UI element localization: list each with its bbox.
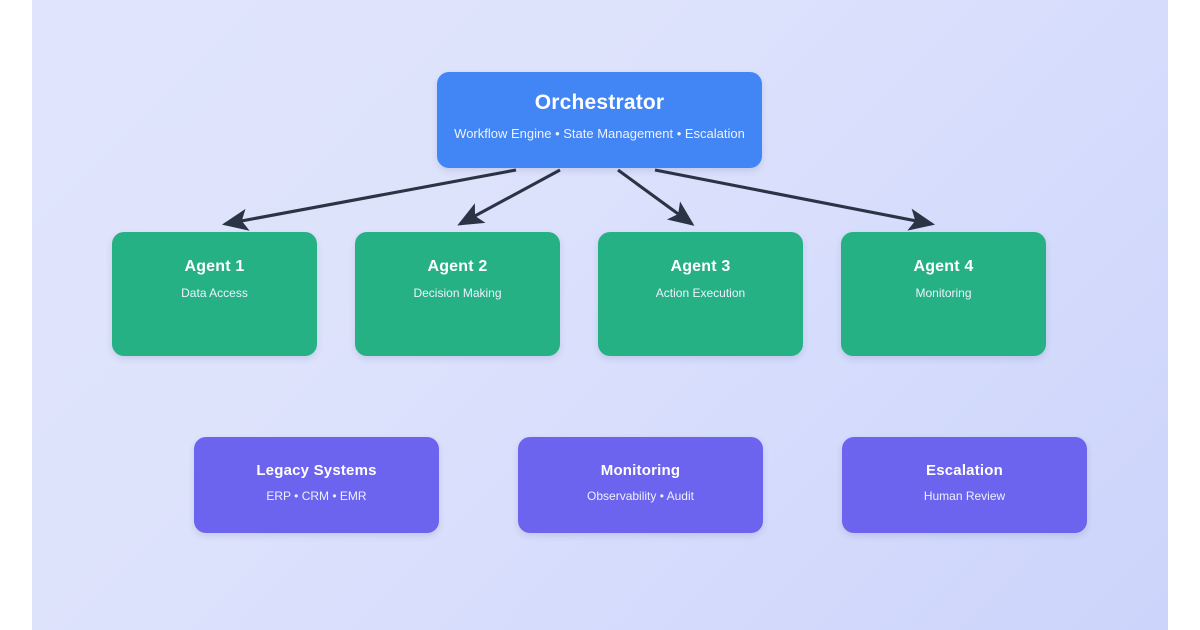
- node-agent-4[interactable]: Agent 4 Monitoring: [841, 232, 1046, 356]
- node-orchestrator-subtitle: Workflow Engine • State Management • Esc…: [454, 126, 745, 141]
- node-legacy-systems-title: Legacy Systems: [256, 462, 377, 479]
- edge-layer: [221, 168, 936, 231]
- node-agent-4-title: Agent 4: [913, 258, 974, 275]
- node-agent-4-subtitle: Monitoring: [915, 286, 972, 300]
- node-agent-1-subtitle: Data Access: [181, 286, 248, 300]
- node-orchestrator-title: Orchestrator: [534, 91, 665, 114]
- node-escalation-title: Escalation: [925, 462, 1004, 479]
- node-agent-3[interactable]: Agent 3 Action Execution: [598, 232, 803, 356]
- node-monitoring[interactable]: Monitoring Observability • Audit: [518, 437, 763, 533]
- edge-orchestrator-to-agent-4: [654, 168, 936, 231]
- node-escalation[interactable]: Escalation Human Review: [842, 437, 1087, 533]
- edge-orchestrator-to-agent-3: [617, 168, 695, 226]
- node-monitoring-subtitle: Observability • Audit: [587, 489, 694, 503]
- edge-orchestrator-to-agent-2: [457, 168, 561, 226]
- node-orchestrator[interactable]: Orchestrator Workflow Engine • State Man…: [437, 72, 762, 168]
- node-legacy-systems-subtitle: ERP • CRM • EMR: [266, 489, 367, 503]
- node-agent-2-title: Agent 2: [427, 258, 488, 275]
- node-agent-1[interactable]: Agent 1 Data Access: [112, 232, 317, 356]
- edge-orchestrator-to-agent-1: [221, 168, 517, 231]
- diagram-canvas: Orchestrator Workflow Engine • State Man…: [32, 0, 1168, 630]
- node-agent-3-subtitle: Action Execution: [655, 286, 746, 300]
- node-agent-2-subtitle: Decision Making: [413, 286, 502, 300]
- node-legacy-systems[interactable]: Legacy Systems ERP • CRM • EMR: [194, 437, 439, 533]
- node-agent-1-title: Agent 1: [184, 258, 245, 275]
- node-escalation-subtitle: Human Review: [923, 489, 1006, 503]
- node-monitoring-title: Monitoring: [600, 462, 681, 479]
- node-agent-3-title: Agent 3: [670, 258, 731, 275]
- node-agent-2[interactable]: Agent 2 Decision Making: [355, 232, 560, 356]
